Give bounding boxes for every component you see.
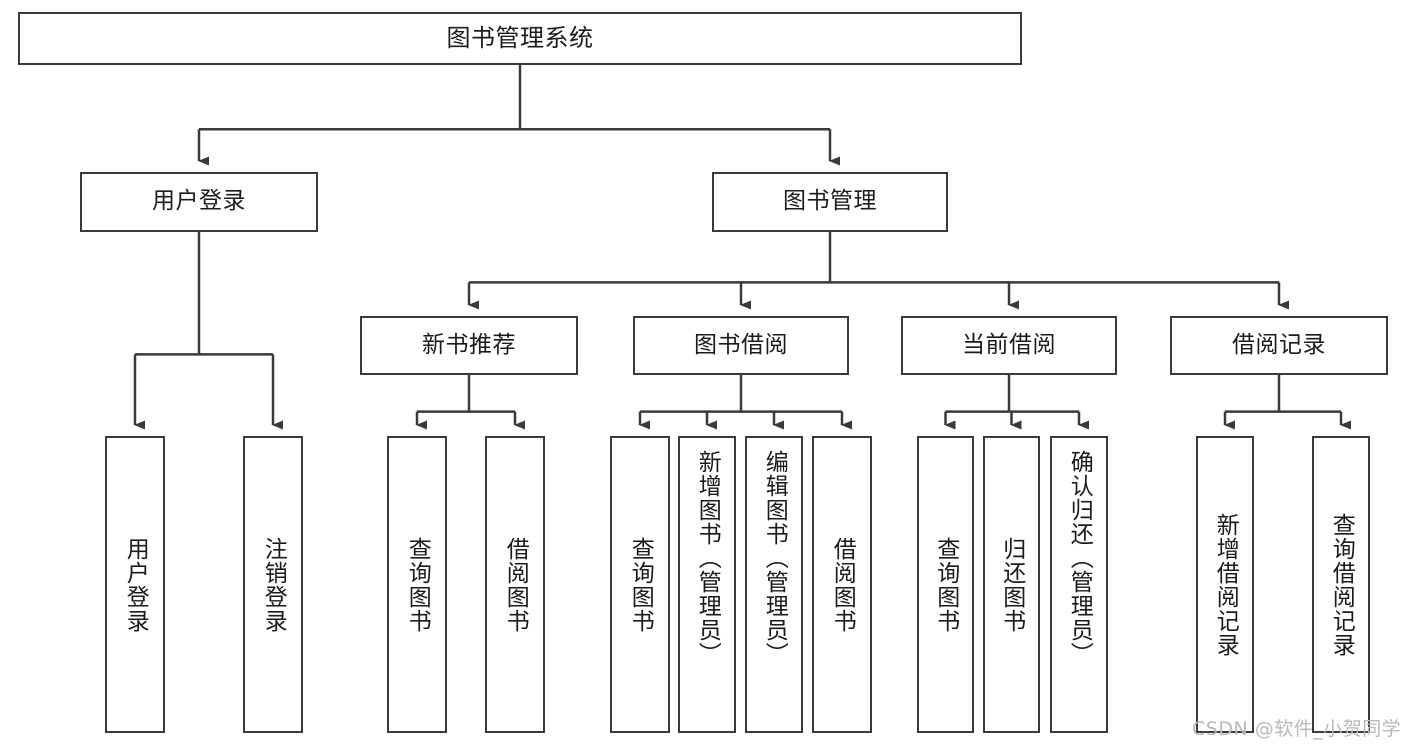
node-label: 编辑图书（管理员） [761,450,788,666]
node-records[interactable]: 借阅记录 [1170,316,1388,375]
node-label: 图书借阅 [694,331,788,358]
node-leaf-user-login[interactable]: 用户登录 [105,436,165,733]
node-leaf-borrow-book-1[interactable]: 借阅图书 [485,436,545,733]
node-label: 查询图书 [932,536,959,633]
node-label: 借阅记录 [1232,331,1326,358]
node-leaf-logout[interactable]: 注销登录 [243,436,303,733]
node-leaf-query-book-3[interactable]: 查询图书 [917,436,974,733]
node-leaf-return-book[interactable]: 归还图书 [983,436,1040,733]
node-label: 查询图书 [404,536,431,633]
node-label: 图书管理系统 [446,24,594,53]
node-borrow[interactable]: 图书借阅 [633,316,849,375]
node-label: 归还图书 [998,536,1025,633]
node-label: 用户登录 [152,188,246,215]
node-leaf-query-record[interactable]: 查询借阅记录 [1312,436,1370,733]
node-label: 查询图书 [627,536,654,633]
node-label: 新增借阅记录 [1212,512,1239,657]
node-leaf-edit-book[interactable]: 编辑图书（管理员） [745,436,803,733]
node-bookmgmt[interactable]: 图书管理 [712,172,948,232]
node-leaf-borrow-book-2[interactable]: 借阅图书 [812,436,872,733]
node-label: 确认归还（管理员） [1066,450,1093,666]
node-leaf-add-record[interactable]: 新增借阅记录 [1196,436,1254,733]
node-label: 借阅图书 [502,536,529,633]
node-label: 新增图书（管理员） [694,450,721,666]
node-label: 用户登录 [122,536,149,633]
node-root[interactable]: 图书管理系统 [18,12,1022,65]
csdn-watermark: CSDN @软件_小贺同学 [1192,718,1402,740]
node-newbooks[interactable]: 新书推荐 [360,316,578,375]
node-label: 图书管理 [783,188,877,215]
node-leaf-query-book-2[interactable]: 查询图书 [610,436,670,733]
node-label: 新书推荐 [422,331,516,358]
node-label: 借阅图书 [829,536,856,633]
node-label: 注销登录 [260,536,287,633]
node-login[interactable]: 用户登录 [80,172,318,232]
node-leaf-confirm-return[interactable]: 确认归还（管理员） [1050,436,1108,733]
node-leaf-add-book[interactable]: 新增图书（管理员） [678,436,736,733]
node-label: 当前借阅 [962,331,1056,358]
node-current[interactable]: 当前借阅 [901,316,1117,375]
node-leaf-query-book-1[interactable]: 查询图书 [387,436,447,733]
node-label: 查询借阅记录 [1328,512,1355,657]
